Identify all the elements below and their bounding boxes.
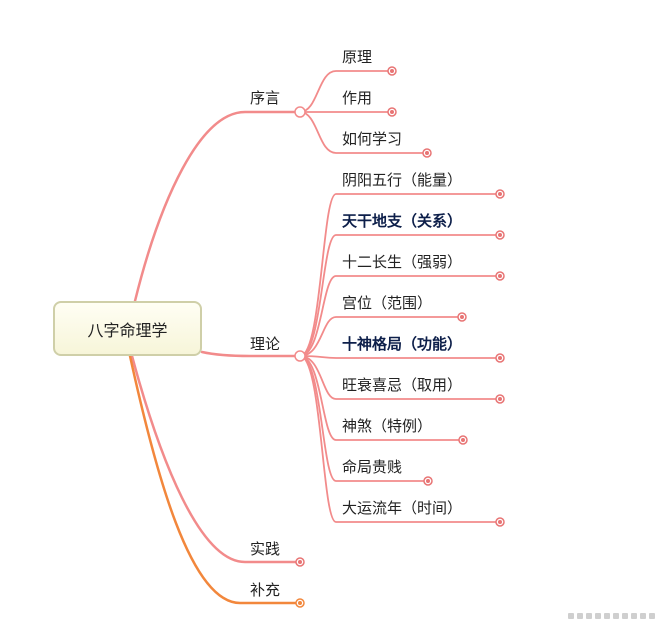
topic-chart-rank[interactable]: 命局贵贱 [342, 458, 403, 476]
topic-stems-branches[interactable]: 天干地支（关系） [342, 212, 463, 230]
link-root-theory [200, 350, 302, 358]
root-node-label: 八字命理学 [87, 320, 168, 340]
topic-ten-gods[interactable]: 十神格局（功能） [342, 335, 463, 353]
dot-inner [498, 192, 502, 196]
branch-theory-label[interactable]: 理论 [250, 335, 281, 353]
hub-dot-theory[interactable] [294, 350, 306, 362]
link-theory-child-0 [299, 193, 501, 357]
topic-luck-periods[interactable]: 大运流年（时间） [342, 499, 463, 517]
dot-inner [498, 274, 502, 278]
branch-supplement-label[interactable]: 补充 [250, 581, 281, 599]
link-root-preface [133, 110, 302, 303]
dot-inner [298, 560, 302, 564]
branch-practice-label[interactable]: 实践 [250, 540, 281, 558]
dot-inner [461, 438, 465, 442]
topic-twelve-stages[interactable]: 十二长生（强弱） [342, 253, 463, 271]
dot-inner [460, 315, 464, 319]
topic-strength-favor[interactable]: 旺衰喜忌（取用） [342, 376, 463, 394]
link-theory-child-8 [299, 355, 501, 523]
link-theory-child-5 [299, 355, 501, 400]
topic-how-to-learn[interactable]: 如何学习 [342, 130, 403, 148]
topic-shensha[interactable]: 神煞（特例） [342, 417, 433, 435]
dot-inner [298, 601, 302, 605]
mindmap-node-dots [294, 66, 505, 608]
dot-inner [498, 356, 502, 360]
dot-inner [426, 479, 430, 483]
dot-inner [425, 151, 429, 155]
link-theory-child-1 [299, 234, 501, 357]
dot-inner [498, 520, 502, 524]
topic-principle[interactable]: 原理 [342, 48, 373, 66]
dot-inner [498, 233, 502, 237]
hub-dot-preface[interactable] [294, 106, 306, 118]
link-theory-child-4 [299, 355, 501, 359]
link-theory-child-2 [299, 275, 501, 357]
link-root-practice [130, 354, 302, 564]
link-theory-child-3 [299, 316, 463, 357]
topic-palaces[interactable]: 宫位（范围） [342, 294, 433, 312]
dot-inner [498, 397, 502, 401]
scroll-indicator [568, 613, 658, 621]
root-node[interactable]: 八字命理学 [53, 301, 202, 356]
dot-inner [390, 110, 394, 114]
dot-inner [390, 69, 394, 73]
topic-function[interactable]: 作用 [342, 89, 373, 107]
branch-preface-label[interactable]: 序言 [250, 89, 281, 107]
link-root-supplement [128, 354, 302, 605]
topic-yinyang-five-elements[interactable]: 阴阳五行（能量） [342, 171, 463, 189]
